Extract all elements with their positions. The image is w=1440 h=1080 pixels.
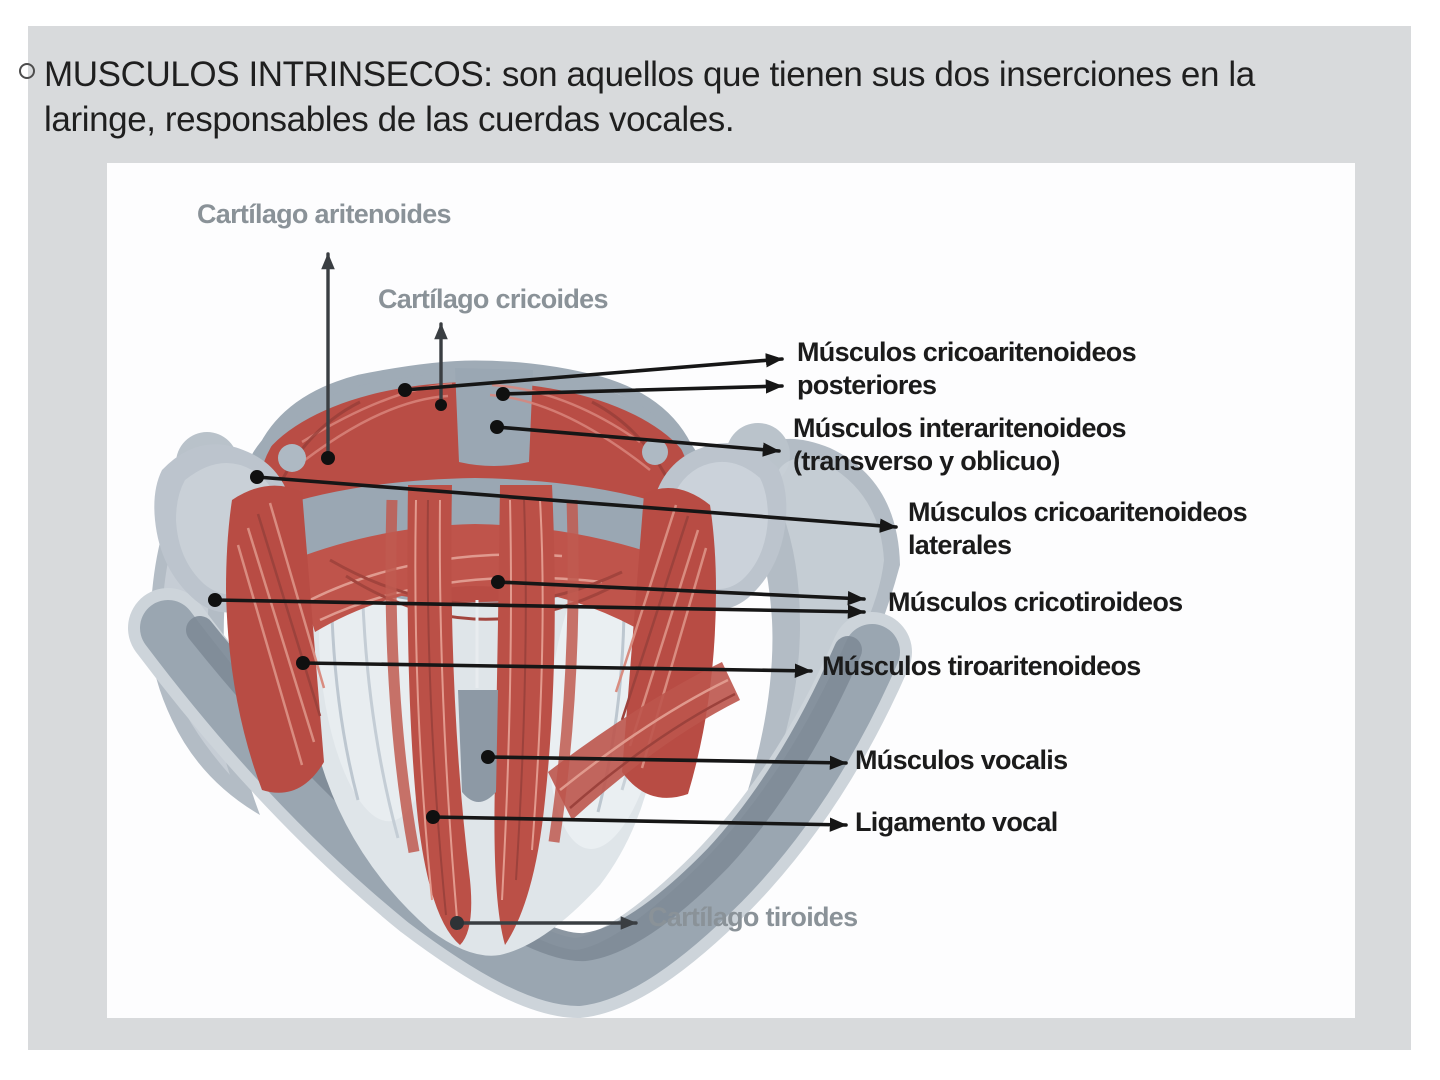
label-musculos-interaritenoideos: Músculos interaritenoideos (transverso y… (793, 412, 1127, 478)
bullet-line-1: MUSCULOS INTRINSECOS: son aquellos que t… (44, 55, 1255, 94)
label-musculos-cricoaritenoideos-posteriores: Músculos cricoaritenoideos posteriores (797, 336, 1137, 402)
label-line: laterales (908, 530, 1012, 560)
label-musculos-cricoaritenoideos-laterales: Músculos cricoaritenoideos laterales (908, 496, 1248, 562)
label-musculos-vocalis: Músculos vocalis (855, 745, 1068, 775)
label-musculos-tiroaritenoideos: Músculos tiroaritenoideos (822, 651, 1141, 681)
label-cartilago-tiroides: Cartílago tiroides (648, 902, 858, 932)
label-line: posteriores (797, 370, 937, 400)
bullet-paragraph: MUSCULOS INTRINSECOS: son aquellos que t… (44, 52, 1374, 142)
label-line: Músculos cricoaritenoideos (908, 497, 1248, 527)
label-musculos-cricotiroideos: Músculos cricotiroideos (888, 587, 1183, 617)
larynx-illustration (128, 252, 912, 1018)
label-line: Músculos cricoaritenoideos (797, 337, 1137, 367)
leader-lines (208, 252, 898, 930)
label-line: Músculos interaritenoideos (793, 413, 1127, 443)
label-ligamento-vocal: Ligamento vocal (855, 807, 1058, 837)
label-cartilago-cricoides: Cartílago cricoides (378, 284, 608, 314)
label-line: (transverso y oblicuo) (793, 446, 1060, 476)
label-cartilago-aritenoides: Cartílago aritenoides (197, 199, 452, 229)
cricothyroid-muscles (226, 485, 740, 820)
bullet-icon (19, 63, 35, 79)
vocalis-bundles (385, 485, 579, 945)
bullet-line-2: laringe, responsables de las cuerdas voc… (44, 100, 735, 139)
